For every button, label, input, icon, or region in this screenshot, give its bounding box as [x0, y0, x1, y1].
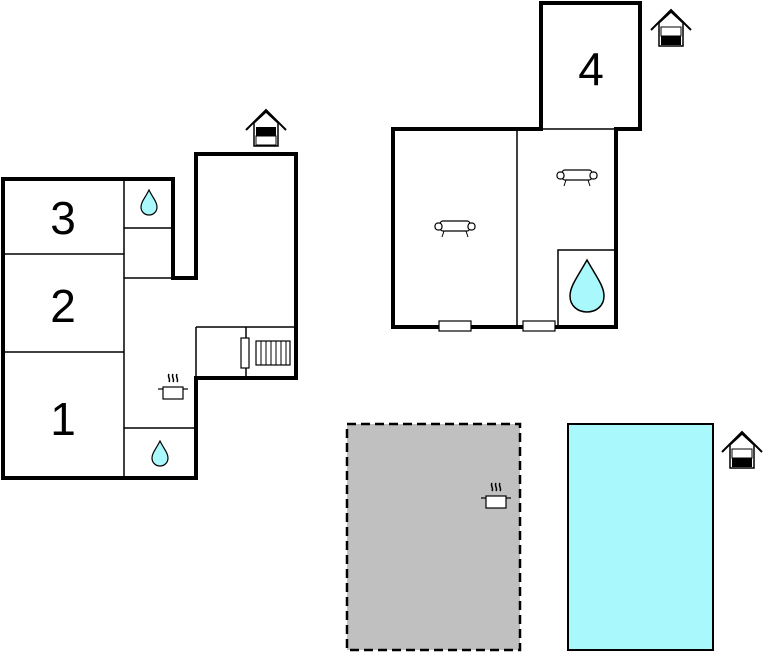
- water-drop-icon: [140, 188, 158, 216]
- house-entrance-icon: [245, 108, 287, 147]
- house-entrance-icon: [721, 430, 763, 469]
- left-building-outline: [1, 152, 298, 480]
- swimming-pool: [567, 423, 763, 651]
- outdoor-terrace: [345, 422, 522, 652]
- stairs-icon: [240, 337, 291, 369]
- cooking-pot-icon: [481, 482, 511, 509]
- window-icon: [438, 320, 472, 332]
- sofa-icon: [556, 169, 598, 187]
- cooking-pot-icon: [158, 373, 188, 400]
- left-building: 3 2 1: [1, 108, 298, 480]
- room-number-4: 4: [578, 43, 604, 95]
- room-number-3: 3: [50, 192, 76, 244]
- water-drop-icon: [151, 439, 169, 467]
- water-drop-icon: [569, 258, 605, 313]
- house-entrance-icon: [650, 8, 692, 47]
- bath-room-right: [557, 249, 617, 328]
- room-number-2: 2: [50, 280, 76, 332]
- window-icon: [522, 320, 556, 332]
- room-number-1: 1: [50, 393, 76, 445]
- terrace-area: [345, 422, 522, 652]
- sofa-icon: [434, 220, 476, 238]
- right-building: 4: [391, 1, 692, 332]
- pool-area: [567, 423, 714, 651]
